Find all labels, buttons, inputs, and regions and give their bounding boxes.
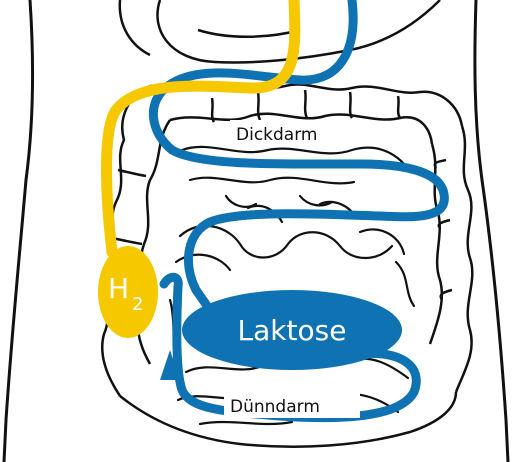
hydrogen-symbol: H [108,272,129,305]
small-intestine-outline [170,147,414,424]
lactose-label: Laktose [238,314,347,347]
small-intestine-label: Dünndarm [230,397,320,417]
hydrogen-subscript: 2 [132,294,143,315]
body-outline-right [475,0,508,462]
body-outline-left [4,0,33,462]
colon-label: Dickdarm [236,125,317,145]
stomach-outline [120,0,440,63]
